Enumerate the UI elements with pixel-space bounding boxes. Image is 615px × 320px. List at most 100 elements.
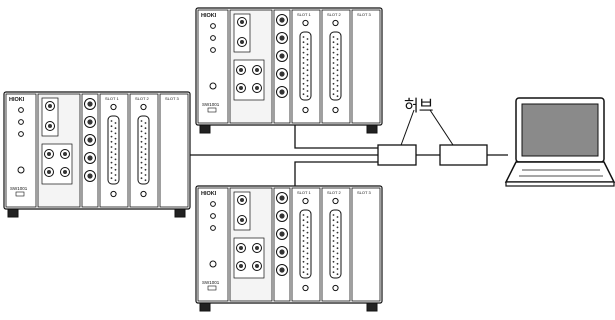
dsub-connector-icon	[107, 115, 120, 185]
terminal-pin-icon	[239, 246, 243, 250]
bnc-pin-icon	[48, 104, 52, 108]
dsub-pin-icon	[332, 88, 335, 90]
terminal-pin-icon	[63, 170, 67, 174]
lan-cables	[190, 109, 508, 186]
dsub-pin-icon	[306, 58, 309, 61]
round-connector-core-icon	[87, 119, 93, 125]
dsub-pin-icon	[306, 273, 309, 276]
round-connector-core-icon	[87, 137, 93, 143]
dsub-pin-icon	[332, 93, 335, 96]
dsub-pin-icon	[144, 142, 147, 145]
dsub-pin-icon	[336, 268, 339, 270]
dsub-pin-icon	[306, 221, 309, 224]
dsub-pin-icon	[332, 229, 335, 232]
dsub-pin-icon	[114, 148, 117, 150]
status-led-icon	[18, 107, 24, 113]
dsub-pin-icon	[336, 74, 339, 77]
dsub-pin-icon	[144, 137, 147, 140]
dsub-pin-icon	[336, 84, 339, 87]
model-text: SW1001	[202, 102, 220, 107]
round-connector-core-icon	[279, 89, 285, 95]
dsub-pin-icon	[336, 216, 339, 218]
dsub-pin-icon	[336, 95, 339, 98]
dsub-pin-icon	[140, 177, 143, 180]
dsub-pin-icon	[336, 38, 339, 40]
status-led-icon	[210, 47, 216, 53]
dsub-pin-icon	[302, 240, 305, 242]
screw-icon	[302, 19, 309, 27]
status-led-icon	[210, 201, 216, 207]
laptop-computer-group	[504, 97, 615, 187]
dsub-pin-icon	[302, 51, 305, 54]
dsub-pin-icon	[110, 140, 113, 143]
logo-mark	[15, 191, 25, 197]
dsub-pin-icon	[302, 224, 305, 227]
dsub-pin-icon	[144, 132, 147, 135]
power-switch-icon	[209, 260, 217, 268]
slot-label: SLOT 3	[357, 190, 371, 195]
dsub-pin-icon	[144, 174, 147, 176]
round-connector-core-icon	[279, 71, 285, 77]
dsub-pin-icon	[302, 67, 305, 70]
terminal-pin-icon	[239, 86, 243, 90]
dsub-pin-icon	[332, 56, 335, 59]
brand-text: HIOKI	[201, 13, 217, 19]
dsub-pin-icon	[336, 226, 339, 229]
dsub-pin-icon	[302, 77, 305, 80]
dsub-pin-icon	[302, 56, 305, 59]
bnc-pin-icon	[240, 40, 244, 44]
dsub-pin-icon	[306, 231, 309, 234]
dsub-pin-icon	[302, 266, 305, 268]
dsub-pin-icon	[302, 234, 305, 237]
device-foot	[366, 124, 378, 134]
device-foot	[174, 208, 186, 218]
dsub-pin-icon	[302, 41, 305, 44]
terminal-pin-icon	[255, 246, 259, 250]
dsub-pin-icon	[110, 161, 113, 164]
screw-icon	[332, 19, 339, 27]
brand-text: HIOKI	[9, 97, 25, 103]
round-connector-core-icon	[87, 155, 93, 161]
dsub-pin-icon	[332, 250, 335, 253]
dsub-pin-icon	[332, 271, 335, 274]
dsub-pin-icon	[306, 84, 309, 87]
round-connector-core-icon	[279, 249, 285, 255]
network-hubs	[377, 144, 488, 166]
dsub-pin-icon	[302, 46, 305, 49]
dsub-pin-icon	[336, 53, 339, 56]
hub-2	[439, 144, 488, 166]
dsub-connector-icon	[137, 115, 150, 185]
dsub-pin-icon	[114, 122, 117, 124]
model-text: SW1001	[10, 186, 28, 191]
dsub-pin-icon	[306, 247, 309, 250]
screw-icon	[302, 284, 309, 292]
dsub-pin-icon	[306, 74, 309, 77]
dsub-pin-icon	[114, 158, 117, 161]
brand-text: HIOKI	[201, 191, 217, 197]
dsub-pin-icon	[306, 252, 309, 255]
round-connector-core-icon	[279, 17, 285, 23]
dsub-pin-icon	[306, 48, 309, 51]
dsub-pin-icon	[302, 250, 305, 253]
dsub-pin-icon	[140, 125, 143, 128]
slot-label: SLOT 1	[297, 12, 311, 17]
dsub-pin-icon	[110, 130, 113, 133]
slot-panel	[159, 93, 189, 208]
hub-1	[377, 144, 417, 166]
dsub-pin-icon	[302, 214, 305, 216]
dsub-pin-icon	[302, 245, 305, 248]
laptop-keyboard-base	[504, 161, 615, 183]
dsub-pin-icon	[140, 130, 143, 133]
round-connector-core-icon	[87, 101, 93, 107]
slot-label: SLOT 3	[357, 12, 371, 17]
dsub-pin-icon	[332, 260, 335, 263]
screw-icon	[332, 284, 339, 292]
bnc-pin-icon	[240, 20, 244, 24]
dsub-pin-icon	[302, 88, 305, 90]
dsub-pin-icon	[306, 69, 309, 72]
screw-icon	[302, 106, 309, 114]
dsub-pin-icon	[336, 69, 339, 72]
